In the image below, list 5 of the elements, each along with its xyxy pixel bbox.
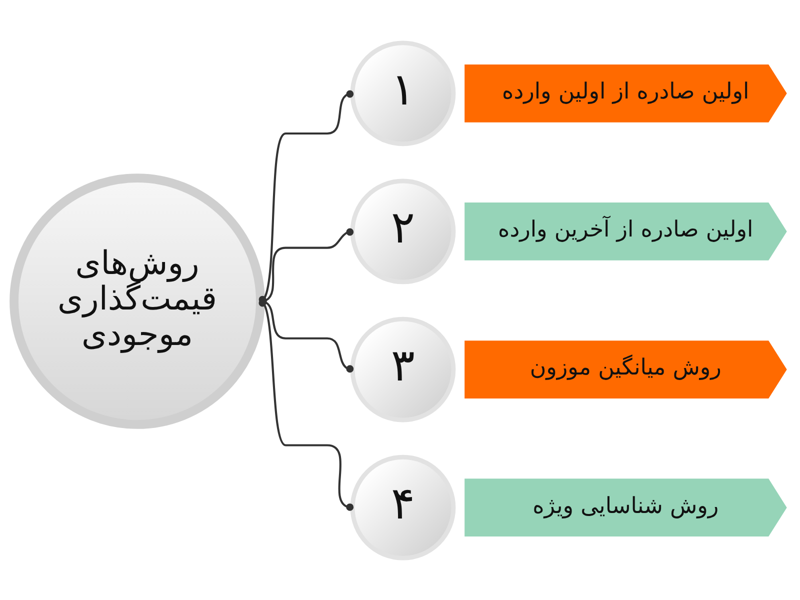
node-circle: ۳ — [350, 316, 456, 422]
node-circle: ۲ — [350, 178, 456, 284]
node-circle: ۱ — [350, 40, 456, 146]
node-circle: روش‌های قیمت‌گذاری موجودی — [10, 173, 265, 428]
node-circle: ۴ — [350, 454, 456, 560]
